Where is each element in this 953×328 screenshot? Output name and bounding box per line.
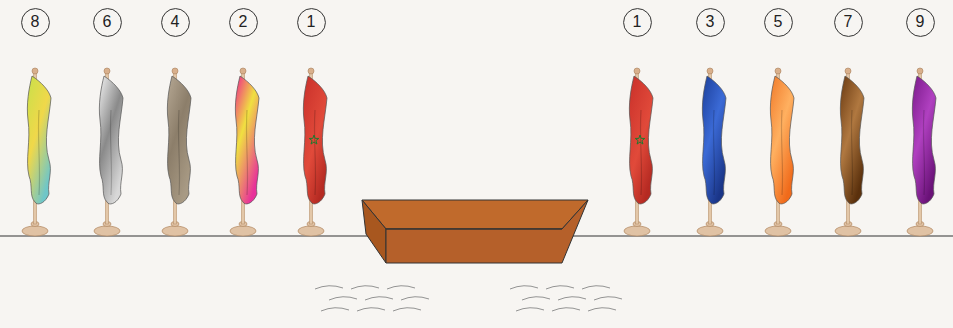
callout-circle: 3 xyxy=(696,8,725,37)
callout-number: 4 xyxy=(171,14,180,30)
callout-circle: 9 xyxy=(906,8,935,37)
flag-on-stand xyxy=(162,68,191,236)
flag-on-stand xyxy=(835,68,864,236)
callout-number: 2 xyxy=(239,14,248,30)
flag-on-stand xyxy=(624,68,653,236)
callout-circle: 8 xyxy=(21,8,50,37)
callout-circle: 7 xyxy=(834,8,863,37)
callout-circle: 6 xyxy=(93,8,122,37)
callout-number: 8 xyxy=(31,14,40,30)
flag-on-stand xyxy=(765,68,794,236)
callout-number: 1 xyxy=(307,14,316,30)
flag-on-stand xyxy=(22,68,51,236)
callout-number: 5 xyxy=(774,14,783,30)
flag-on-stand xyxy=(230,68,259,236)
seat-marks xyxy=(315,286,429,311)
callout-circle: 2 xyxy=(229,8,258,37)
callout-number: 9 xyxy=(916,14,925,30)
callout-circle: 1 xyxy=(623,8,652,37)
callout-circle: 1 xyxy=(297,8,326,37)
callout-number: 7 xyxy=(844,14,853,30)
seat-marks xyxy=(510,286,622,311)
callout-circle: 5 xyxy=(764,8,793,37)
callout-number: 3 xyxy=(706,14,715,30)
flag-on-stand xyxy=(907,68,936,236)
flag-on-stand xyxy=(697,68,726,236)
callout-number: 6 xyxy=(103,14,112,30)
flag-on-stand xyxy=(298,68,327,236)
callout-circle: 4 xyxy=(161,8,190,37)
table xyxy=(362,200,588,263)
flag-on-stand xyxy=(94,68,123,236)
callout-number: 1 xyxy=(633,14,642,30)
